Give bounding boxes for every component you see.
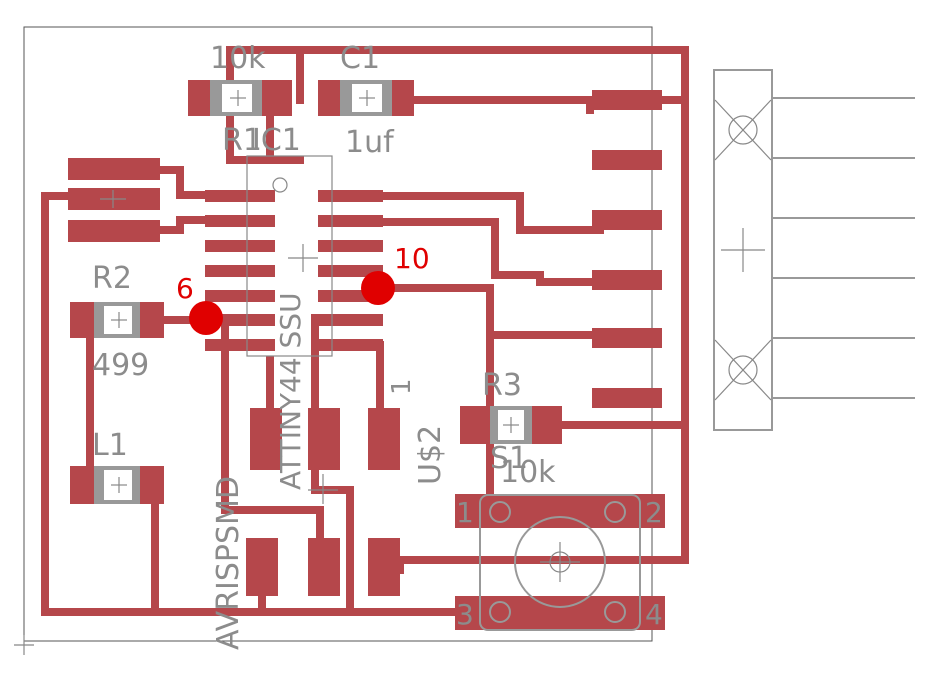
c1-pad-left [318, 80, 340, 116]
r3-value-label: 10k [500, 455, 556, 490]
header-mount-bottom [714, 339, 772, 401]
trace-left-pad1 [156, 166, 219, 199]
conn-pad-2 [592, 150, 662, 170]
r3-name-label: R3 [482, 368, 522, 403]
u2-name-label: U$2 [413, 425, 448, 485]
header-mount-top [714, 99, 772, 161]
sw-pad-1 [455, 494, 665, 528]
ic-pin-r2 [318, 215, 383, 227]
silkscreen [14, 69, 915, 655]
conn-pad-4 [592, 270, 662, 290]
trace-left-pad3 [156, 216, 219, 234]
trace-ic-avr1 [221, 321, 324, 544]
left-pad-3 [68, 220, 160, 242]
r2-name-label: R2 [92, 261, 132, 296]
trace-ic-r3 [371, 284, 604, 339]
l1-name-label: L1 [92, 428, 128, 463]
c1-value-label: 1uf [345, 125, 395, 160]
header-origin-cross [721, 228, 765, 272]
trace-top-bus [226, 46, 689, 564]
component-crosses [111, 90, 519, 493]
conn-pad-3 [592, 210, 662, 230]
ic-pin-l2 [205, 215, 275, 227]
ic1-pin1-dot [272, 177, 288, 193]
pin1-mark-label: 1 [387, 378, 417, 395]
left-pad-1 [68, 158, 160, 180]
ic1-name-label: IC1 [252, 123, 301, 158]
r1-pad-right [262, 80, 292, 116]
r1-value-label: 10k [210, 41, 266, 76]
conn-pad-1 [592, 90, 662, 110]
pin6-marker-dot [189, 301, 223, 335]
header-body [713, 69, 773, 431]
r2-pad-left [70, 302, 94, 338]
u2-pad-2 [308, 408, 340, 470]
avr-pad-2 [308, 538, 340, 596]
r2-pad-right [140, 302, 164, 338]
l1-pad-left [70, 466, 94, 504]
ic-pin-l1 [205, 190, 275, 202]
r1-pad-left [188, 80, 210, 116]
switch-pin2-label: 2 [645, 496, 663, 529]
ic1-value-label: ATTINY44 SSU [274, 292, 307, 490]
conn-pad-5 [592, 328, 662, 348]
u2-pad-1 [250, 408, 282, 470]
pin-markers: 6 10 [176, 242, 430, 335]
ic-pin-r1 [318, 190, 383, 202]
sw-pad-2 [455, 596, 665, 630]
ic-pin-l5 [205, 290, 275, 302]
trace-ic-pin8 [336, 341, 384, 412]
c1-name-label: C1 [340, 41, 380, 76]
pin6-marker-label: 6 [176, 272, 194, 305]
part-labels: 10k C1 R1 IC1 1uf R2 499 L1 R3 S1 10k U$… [92, 41, 663, 650]
ic-pin-r7 [318, 339, 383, 351]
avr-pad-1 [246, 538, 278, 596]
switch-pin1-label: 1 [456, 496, 474, 529]
ic-pin-r6 [318, 314, 383, 326]
s1-name-label: S1 [490, 441, 528, 476]
trace-r1-ic [226, 126, 304, 164]
ic-pin-r4 [318, 265, 383, 277]
ic-pin-l4 [205, 265, 275, 277]
r1-name-label: R1 [222, 123, 262, 158]
ic-pin-r3 [318, 240, 383, 252]
r3-pad-right [532, 406, 562, 444]
trace-ic-r1 [331, 192, 604, 234]
u2-pad-3 [368, 408, 400, 470]
avr-pad-3 [368, 538, 400, 596]
switch-outline [479, 494, 641, 631]
header-pins [772, 97, 915, 399]
trace-ic-r2 [331, 218, 604, 286]
switch-pin4-label: 4 [645, 598, 663, 631]
origin-crosses [14, 190, 338, 655]
trace-left-loop [41, 192, 459, 616]
conn-pad-6 [592, 388, 662, 408]
l1-pad-right [140, 466, 164, 504]
r2-value-label: 499 [92, 348, 149, 383]
c1-pad-right [392, 80, 414, 116]
ic-pin-l7 [205, 339, 275, 351]
avr-name-label: AVRISPSMD [211, 476, 246, 650]
ic1-outline [246, 155, 333, 357]
ic-pin-l3 [205, 240, 275, 252]
r3-pad-left [460, 406, 490, 444]
switch-pin3-label: 3 [456, 598, 474, 631]
pin10-marker-dot [361, 271, 395, 305]
pin10-marker-label: 10 [394, 242, 430, 275]
